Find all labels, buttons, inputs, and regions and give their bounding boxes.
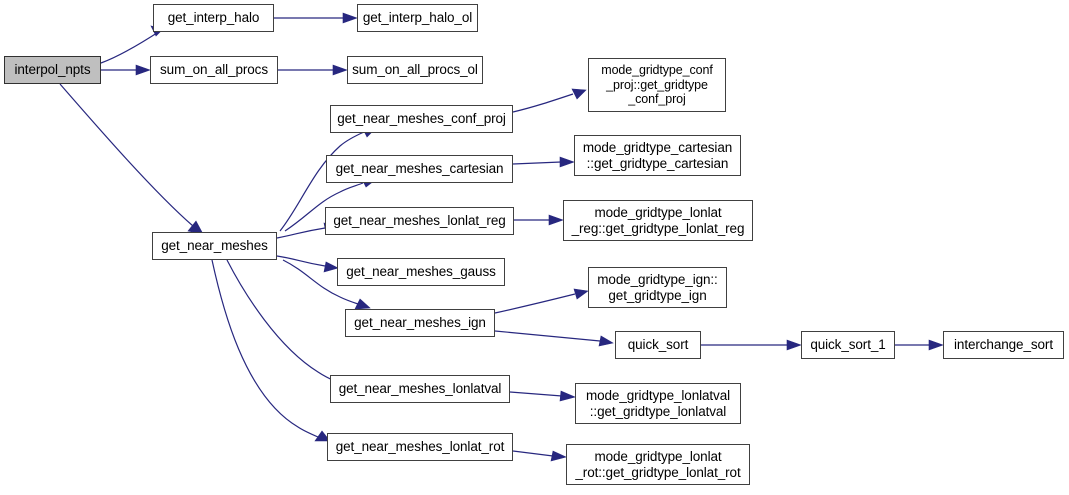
edge-get_near_meshes_conf_proj-to-mode_gridtype_conf_proj — [512, 93, 574, 113]
node-interpol_npts[interactable]: interpol_npts — [4, 56, 101, 84]
node-get_near_meshes_conf_proj[interactable]: get_near_meshes_conf_proj — [330, 105, 513, 133]
node-mode_gridtype_lonlat_rot[interactable]: mode_gridtype_lonlat _rot::get_gridtype_… — [566, 444, 750, 485]
node-get_near_meshes_cartesian[interactable]: get_near_meshes_cartesian — [326, 155, 513, 183]
edge-get_near_meshes_lonlatval-to-mode_gridtype_lonlatval — [509, 391, 563, 397]
node-get_near_meshes_lonlatval[interactable]: get_near_meshes_lonlatval — [330, 375, 510, 403]
edge-get_near_meshes-to-get_near_meshes_gauss — [276, 255, 326, 267]
node-quick_sort[interactable]: quick_sort — [615, 331, 701, 359]
edge-get_near_meshes_cartesian-to-mode_gridtype_cartesian — [512, 161, 562, 165]
arrowhead-get_near_meshes_lonlat_rot-to-mode_gridtype_lonlat_rot — [550, 450, 567, 462]
arrowhead-interpol_npts-to-sum_on_all_procs — [135, 64, 151, 76]
node-mode_gridtype_conf_proj[interactable]: mode_gridtype_conf _proj::get_gridtype _… — [588, 58, 726, 112]
node-quick_sort_1[interactable]: quick_sort_1 — [801, 331, 895, 359]
arrowhead-quick_sort-to-quick_sort_1 — [786, 339, 802, 351]
arrowhead-sum_on_all_procs-to-sum_on_all_procs_ol — [332, 64, 348, 76]
arrowhead-get_near_meshes_conf_proj-to-mode_gridtype_conf_proj — [571, 88, 587, 100]
node-get_near_meshes_lonlat_reg[interactable]: get_near_meshes_lonlat_reg — [325, 207, 514, 235]
node-mode_gridtype_cartesian[interactable]: mode_gridtype_cartesian ::get_gridtype_c… — [574, 135, 741, 176]
node-get_near_meshes_ign[interactable]: get_near_meshes_ign — [345, 309, 495, 337]
node-mode_gridtype_ign[interactable]: mode_gridtype_ign:: get_gridtype_ign — [588, 267, 727, 308]
edge-get_near_meshes_lonlat_rot-to-mode_gridtype_lonlat_rot — [512, 450, 554, 457]
node-sum_on_all_procs_ol[interactable]: sum_on_all_procs_ol — [347, 56, 483, 84]
node-get_interp_halo[interactable]: get_interp_halo — [153, 4, 274, 32]
arrowhead-get_interp_halo-to-get_interp_halo_ol — [342, 12, 358, 24]
node-get_interp_halo_ol[interactable]: get_interp_halo_ol — [357, 4, 478, 32]
node-get_near_meshes[interactable]: get_near_meshes — [152, 232, 277, 260]
arrowhead-get_near_meshes_lonlatval-to-mode_gridtype_lonlatval — [559, 390, 576, 402]
edge-get_near_meshes-to-get_near_meshes_lonlat_rot — [211, 259, 319, 438]
arrowhead-get_near_meshes_cartesian-to-mode_gridtype_cartesian — [559, 156, 575, 168]
node-mode_gridtype_lonlatval[interactable]: mode_gridtype_lonlatval ::get_gridtype_l… — [575, 383, 741, 424]
edge-interpol_npts-to-get_near_meshes — [59, 83, 194, 227]
arrowhead-get_near_meshes_ign-to-mode_gridtype_ign — [573, 288, 589, 300]
node-sum_on_all_procs[interactable]: sum_on_all_procs — [150, 56, 278, 84]
arrowhead-get_near_meshes_ign-to-quick_sort — [598, 335, 614, 347]
edge-get_near_meshes-to-get_near_meshes_lonlatval — [226, 259, 338, 383]
node-get_near_meshes_lonlat_rot[interactable]: get_near_meshes_lonlat_rot — [327, 433, 513, 461]
node-interchange_sort[interactable]: interchange_sort — [943, 331, 1064, 359]
edge-get_near_meshes-to-get_near_meshes_lonlat_reg — [276, 227, 326, 239]
node-mode_gridtype_lonlat_reg[interactable]: mode_gridtype_lonlat _reg::get_gridtype_… — [563, 200, 753, 241]
edge-get_near_meshes_ign-to-mode_gridtype_ign — [494, 293, 576, 314]
arrowhead-quick_sort_1-to-interchange_sort — [928, 339, 944, 351]
arrowhead-get_near_meshes-to-get_near_meshes_gauss — [323, 261, 339, 273]
arrowhead-get_near_meshes-to-get_near_meshes_ign — [354, 298, 371, 310]
edge-get_near_meshes_ign-to-quick_sort — [494, 330, 601, 342]
arrowhead-get_near_meshes_lonlat_reg-to-mode_gridtype_lonlat_reg — [548, 214, 564, 226]
node-get_near_meshes_gauss[interactable]: get_near_meshes_gauss — [337, 258, 505, 286]
